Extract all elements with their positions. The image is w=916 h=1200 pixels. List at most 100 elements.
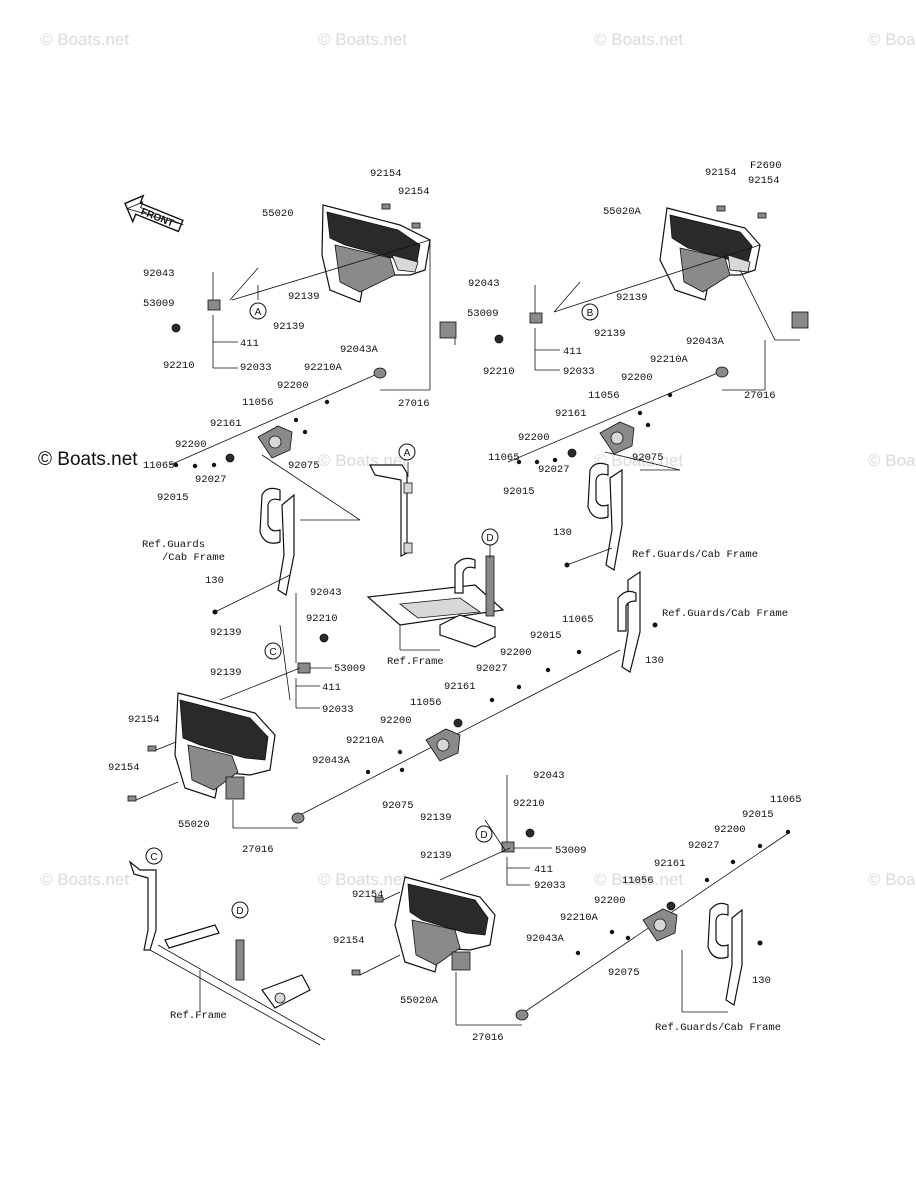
assembly-mid-left: C 92043 92210 92139 53009 92139 411 9203…	[108, 570, 788, 856]
circle-marker-b: B	[587, 308, 594, 319]
part-label: 130	[553, 527, 572, 539]
part-label: 92200	[500, 647, 532, 659]
part-label: 92210	[513, 798, 545, 810]
part-label: 92075	[608, 967, 640, 979]
part-label: 92154	[108, 762, 140, 774]
ref-label: Ref.Guards/Cab Frame	[655, 1022, 781, 1034]
part-label: 92154	[398, 186, 430, 198]
part-label: 53009	[143, 298, 175, 310]
part-label: 92033	[240, 362, 272, 374]
part-label: 92139	[273, 321, 305, 333]
part-label: 92027	[476, 663, 508, 675]
part-label: 92139	[210, 627, 242, 639]
part-label: 92154	[352, 889, 384, 901]
part-label: 92200	[714, 824, 746, 836]
part-label: 92200	[621, 372, 653, 384]
watermark: © Boats.net	[594, 30, 683, 49]
part-label: 411	[534, 864, 553, 876]
part-label: 92075	[632, 452, 664, 464]
part-label: 92210A	[650, 354, 689, 366]
part-label: 11056	[588, 390, 620, 402]
part-label: 92154	[370, 168, 402, 180]
part-label: 92161	[444, 681, 476, 693]
part-label: 92139	[210, 667, 242, 679]
part-label: 92075	[382, 800, 414, 812]
part-label: 11056	[410, 697, 442, 709]
circle-marker-a: A	[255, 307, 262, 318]
part-label: 55020A	[400, 995, 439, 1007]
part-label: 92043	[533, 770, 565, 782]
ref-label: Ref.Guards	[142, 539, 205, 551]
part-label: 92210	[163, 360, 195, 372]
part-label: 92033	[322, 704, 354, 716]
part-label: 92210	[483, 366, 515, 378]
part-label: 92033	[534, 880, 566, 892]
part-label: 92200	[380, 715, 412, 727]
assembly-top-right: B 92154 F2690 92154 55020A 92043 92139 5…	[467, 160, 809, 571]
circle-marker-d: D	[486, 533, 493, 544]
part-label: 130	[645, 655, 664, 667]
part-label: 27016	[744, 390, 776, 402]
circle-marker-a: A	[404, 448, 411, 459]
watermark: © Boats.net	[868, 870, 916, 889]
part-label: 92015	[503, 486, 535, 498]
part-label: 27016	[398, 398, 430, 410]
part-label: 53009	[467, 308, 499, 320]
part-label: 411	[563, 346, 582, 358]
circle-marker-c: C	[150, 852, 157, 863]
part-label: 92027	[688, 840, 720, 852]
part-label: 92210	[306, 613, 338, 625]
part-label: 92043A	[686, 336, 725, 348]
part-label: 411	[240, 338, 259, 350]
part-label: 92043	[468, 278, 500, 290]
watermark-prominent: © Boats.net	[38, 449, 138, 470]
part-label: 92027	[538, 464, 570, 476]
part-label: 92154	[128, 714, 160, 726]
watermark: © Boats.net	[594, 870, 683, 889]
part-label: 130	[205, 575, 224, 587]
bottom-left-frame: C D Ref.Frame	[128, 847, 326, 1046]
part-label: 92043A	[340, 344, 379, 356]
part-label: 53009	[334, 663, 366, 675]
part-label: 11065	[770, 794, 802, 806]
watermark: © Boats.net	[868, 451, 916, 470]
part-label: 92161	[555, 408, 587, 420]
part-label: 411	[322, 682, 341, 694]
part-label: 27016	[242, 844, 274, 856]
part-label: 11056	[622, 875, 654, 887]
part-label: 92139	[594, 328, 626, 340]
part-label: 92139	[420, 812, 452, 824]
part-label: 92210A	[304, 362, 343, 374]
part-label: 92033	[563, 366, 595, 378]
ref-label: Ref.Guards/Cab Frame	[662, 608, 788, 620]
watermark: © Boats.net	[40, 30, 129, 49]
assembly-bottom-right: D 92043 92210 92139 53009 92139 411 9203…	[333, 770, 802, 1044]
part-label: 11056	[242, 397, 274, 409]
part-label: 92161	[654, 858, 686, 870]
circle-marker-c: C	[269, 647, 276, 658]
circle-marker-d: D	[480, 830, 487, 841]
part-label: F2690	[750, 160, 782, 172]
part-label: 92043	[310, 587, 342, 599]
assembly-top-left: A 92154 92154 55020 92043 92139 53009 92…	[142, 168, 457, 615]
part-label: 92015	[157, 492, 189, 504]
part-label: 92075	[288, 460, 320, 472]
part-label: 92210A	[560, 912, 599, 924]
ref-label: Ref.Frame	[387, 656, 444, 668]
part-label: 92200	[175, 439, 207, 451]
part-label: 11065	[488, 452, 520, 464]
part-label: 92139	[288, 291, 320, 303]
watermark: © Boats.net	[868, 30, 916, 49]
ref-label: Ref.Guards/Cab Frame	[632, 549, 758, 561]
part-label: 92139	[616, 292, 648, 304]
center-frame: A D Ref.Frame	[366, 443, 505, 668]
part-label: 55020	[178, 819, 210, 831]
part-label: 55020	[262, 208, 294, 220]
watermark: © Boats.net	[318, 870, 407, 889]
part-label: 92043A	[312, 755, 351, 767]
part-label: 92043	[143, 268, 175, 280]
part-label: 53009	[555, 845, 587, 857]
part-label: 92154	[705, 167, 737, 179]
part-label: 92027	[195, 474, 227, 486]
watermarks: © Boats.net © Boats.net © Boats.net © Bo…	[38, 30, 916, 889]
